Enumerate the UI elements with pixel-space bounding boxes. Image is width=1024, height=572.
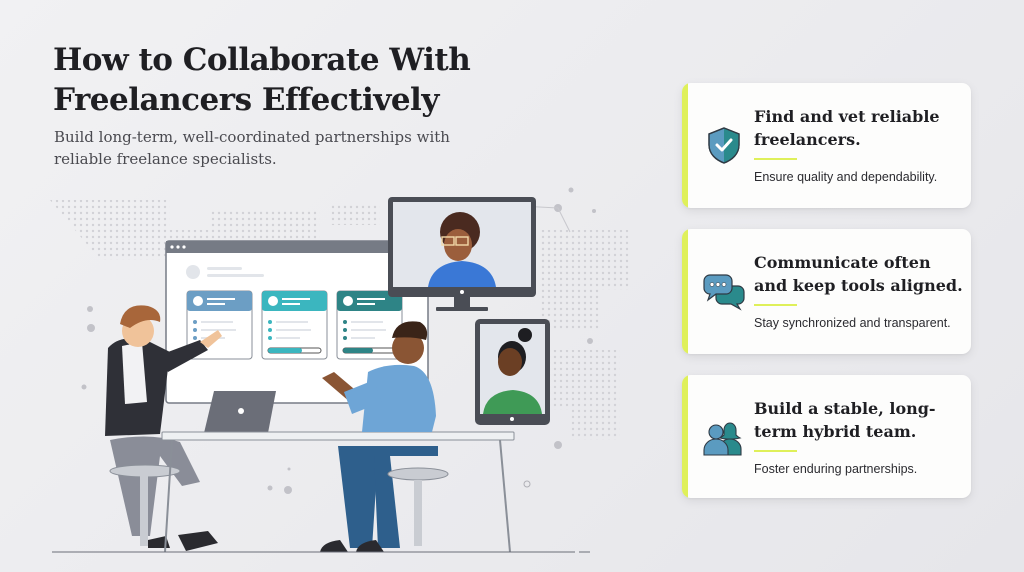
person-right-seated bbox=[320, 321, 449, 552]
tips-list: Find and vet reliable freelancers. Ensur… bbox=[682, 83, 971, 498]
card-divider bbox=[754, 304, 797, 306]
card-divider bbox=[754, 158, 797, 160]
card-divider bbox=[754, 450, 797, 452]
team-users-icon bbox=[702, 415, 746, 459]
laptop bbox=[204, 391, 276, 433]
collaboration-illustration bbox=[0, 170, 640, 572]
chat-bubbles-icon bbox=[702, 269, 746, 313]
page-title: How to Collaborate With Freelancers Effe… bbox=[53, 42, 471, 118]
card-description: Stay synchronized and transparent. bbox=[754, 316, 951, 330]
card-title: Build a stable, long-term hybrid team. bbox=[754, 399, 936, 441]
card-accent-bar bbox=[682, 83, 688, 208]
dashboard-window bbox=[165, 240, 429, 404]
card-accent-bar bbox=[682, 375, 688, 498]
shield-check-icon bbox=[702, 123, 746, 167]
card-accent-bar bbox=[682, 229, 688, 354]
card-description: Foster enduring partnerships. bbox=[754, 462, 918, 476]
tip-card-find-freelancers: Find and vet reliable freelancers. Ensur… bbox=[682, 83, 971, 208]
card-description: Ensure quality and dependability. bbox=[754, 170, 938, 184]
card-title: Communicate often and keep tools aligned… bbox=[754, 253, 963, 295]
card-title: Find and vet reliable freelancers. bbox=[754, 107, 940, 149]
tip-card-hybrid-team: Build a stable, long-term hybrid team. F… bbox=[682, 375, 971, 498]
page-subtitle: Build long-term, well-coordinated partne… bbox=[54, 128, 450, 168]
tip-card-communicate: Communicate often and keep tools aligned… bbox=[682, 229, 971, 354]
tablet-video-call bbox=[475, 319, 550, 425]
monitor-video-call bbox=[388, 197, 536, 311]
desk bbox=[161, 431, 515, 553]
person-left-seated bbox=[105, 305, 222, 551]
